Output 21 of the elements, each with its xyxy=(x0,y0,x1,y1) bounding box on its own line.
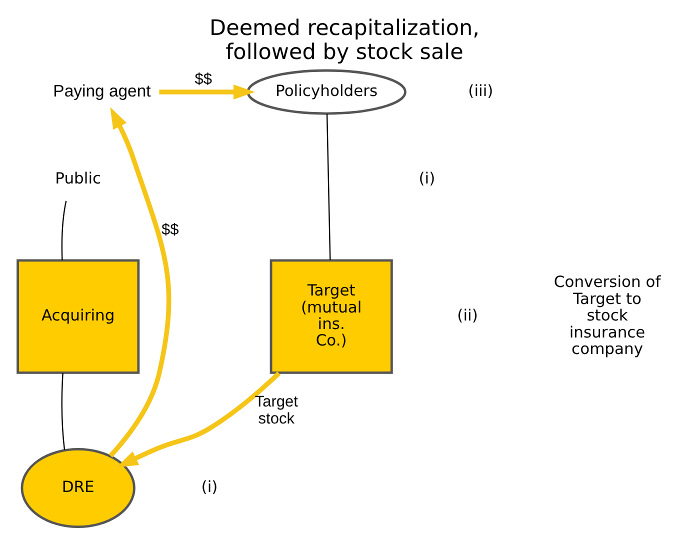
label: (ii) xyxy=(456,306,478,325)
label: (iii) xyxy=(468,82,493,100)
connector xyxy=(60,200,66,260)
arrow xyxy=(108,107,171,458)
label: (i) xyxy=(200,478,218,496)
label: (i) xyxy=(418,169,435,188)
arrow xyxy=(158,84,255,100)
node-ellipse: Policyholders xyxy=(246,69,406,115)
node-box: Target (mutual ins. Co.) xyxy=(269,259,392,374)
arrow xyxy=(116,372,280,468)
node-ellipse: DRE xyxy=(20,448,135,528)
label: Conversion of Target to stock insurance company xyxy=(553,273,660,358)
edge-label: $$ xyxy=(160,222,178,239)
node-text: Paying agent xyxy=(52,81,150,100)
connector xyxy=(60,373,65,450)
diagram-title: Deemed recapitalization, followed by stock sale xyxy=(209,16,479,66)
connector xyxy=(326,114,330,260)
edge-label: Target stock xyxy=(254,394,298,428)
node-text: Public xyxy=(54,169,101,188)
edge-label: $$ xyxy=(194,71,212,88)
node-box: Acquiring xyxy=(16,259,140,374)
